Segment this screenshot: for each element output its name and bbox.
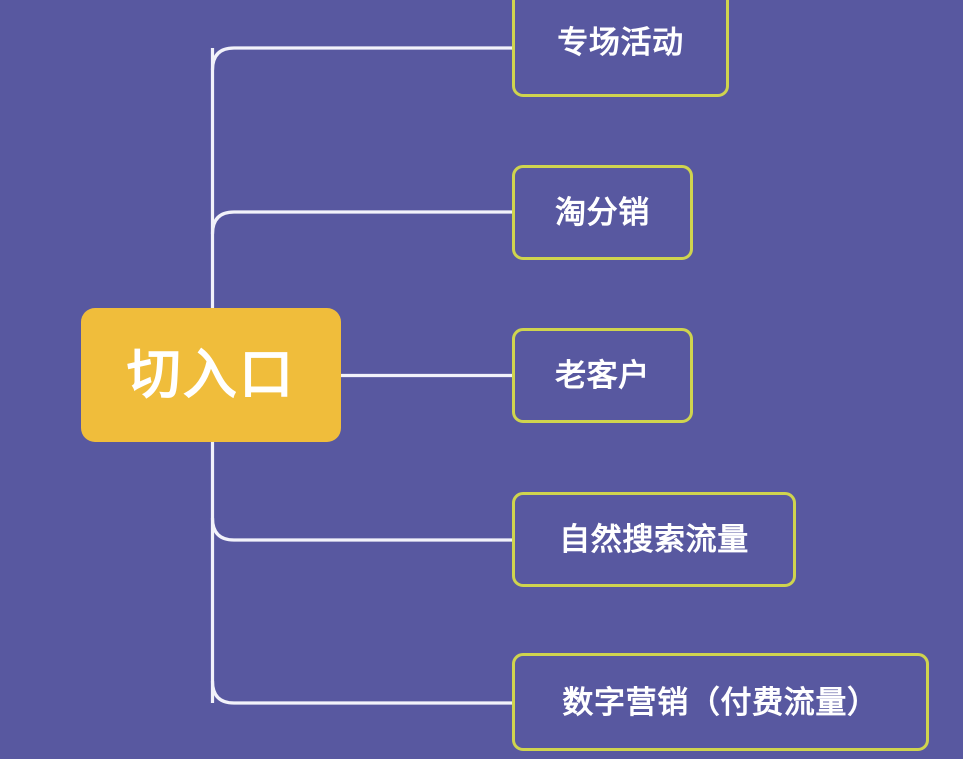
mindmap-node-zhuanchanghuodong[interactable]: 专场活动 bbox=[512, 0, 729, 97]
node-label: 专场活动 bbox=[557, 25, 684, 60]
connector-branch-1 bbox=[210, 46, 512, 71]
connector-branch-5 bbox=[210, 680, 512, 705]
node-label: 自然搜索流量 bbox=[559, 522, 749, 557]
root-node-label: 切入口 bbox=[126, 345, 296, 405]
node-label: 数字营销（付费流量） bbox=[562, 684, 879, 720]
mindmap-node-laokehu[interactable]: 老客户 bbox=[512, 328, 693, 423]
node-label: 淘分销 bbox=[555, 195, 650, 230]
connector-branch-4 bbox=[210, 517, 512, 542]
node-label: 老客户 bbox=[555, 358, 650, 393]
mindmap-node-shuziyingxiao[interactable]: 数字营销（付费流量） bbox=[512, 653, 929, 751]
mindmap-root-node[interactable]: 切入口 bbox=[81, 308, 341, 442]
mindmap-node-taofenxiao[interactable]: 淘分销 bbox=[512, 165, 693, 260]
mindmap-node-ziransousuoliuliang[interactable]: 自然搜索流量 bbox=[512, 492, 796, 587]
connector-branch-2 bbox=[210, 210, 512, 235]
